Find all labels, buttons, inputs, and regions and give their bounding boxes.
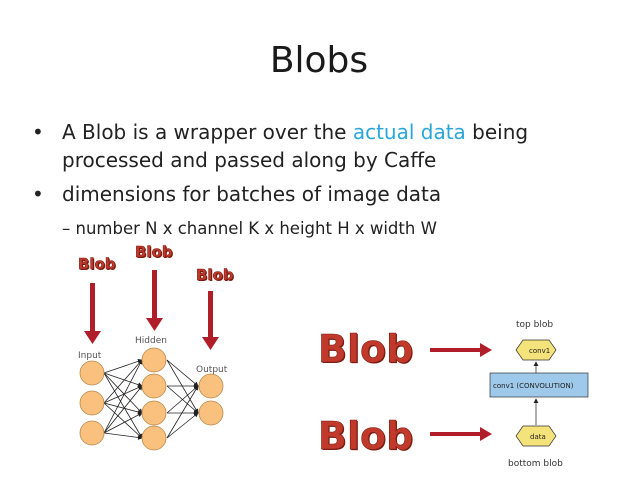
bullet-1-text-post: being processed and passed along by Caff…: [62, 120, 529, 172]
bullet-symbol: •: [32, 182, 44, 206]
layer-label-input: Input: [78, 351, 102, 361]
right-arrow-top: [430, 343, 492, 357]
bullet-1: • A Blob is a wrapper over the actual da…: [32, 118, 606, 174]
hidden-neuron: [141, 373, 167, 399]
blob-label-input: Blob: [78, 255, 116, 274]
output-neuron: [198, 400, 224, 426]
down-arrow-output: [202, 291, 219, 350]
blob-label-output: Blob: [196, 266, 234, 285]
dash-symbol: –: [62, 219, 71, 238]
layer-label-hidden: Hidden: [135, 336, 167, 346]
sub-bullet-text: number N x channel K x height H x width …: [75, 219, 437, 238]
hidden-neuron: [141, 425, 167, 451]
bullet-2: • dimensions for batches of image data: [32, 180, 606, 208]
bullet-2-text: dimensions for batches of image data: [62, 182, 442, 206]
bottom-blob-label: bottom blob: [508, 459, 563, 469]
slide-title: Blobs: [269, 40, 369, 81]
blob-label-bottom: Blob: [318, 414, 414, 459]
down-arrow-hidden: [146, 270, 163, 331]
bullet-1-accent: actual data: [352, 120, 466, 144]
output-neuron: [198, 373, 224, 399]
hidden-neuron: [141, 347, 167, 373]
top-blob-label: top blob: [516, 320, 553, 330]
bottom-node-label: data: [530, 433, 546, 441]
top-node-shape: [515, 339, 557, 361]
bullet-symbol: •: [32, 120, 44, 144]
input-neuron: [79, 390, 105, 416]
top-node-label: conv1: [529, 347, 550, 355]
down-arrow-input: [84, 283, 101, 344]
blob-label-hidden: Blob: [135, 243, 173, 262]
layer-box: [489, 372, 589, 398]
bullet-1-text-pre: A Blob is a wrapper over the: [62, 120, 353, 144]
bottom-node-shape: [515, 425, 557, 447]
right-arrow-bottom: [430, 427, 492, 441]
blob-label-top: Blob: [318, 327, 414, 372]
layer-label-output: Output: [196, 365, 228, 375]
neurons: [79, 347, 224, 451]
input-neuron: [79, 360, 105, 386]
network-connections: [103, 359, 199, 440]
sub-bullet: – number N x channel K x height H x widt…: [62, 218, 437, 240]
input-neuron: [79, 420, 105, 446]
hidden-neuron: [141, 400, 167, 426]
layer-box-label: conv1 (CONVOLUTION): [493, 382, 574, 390]
